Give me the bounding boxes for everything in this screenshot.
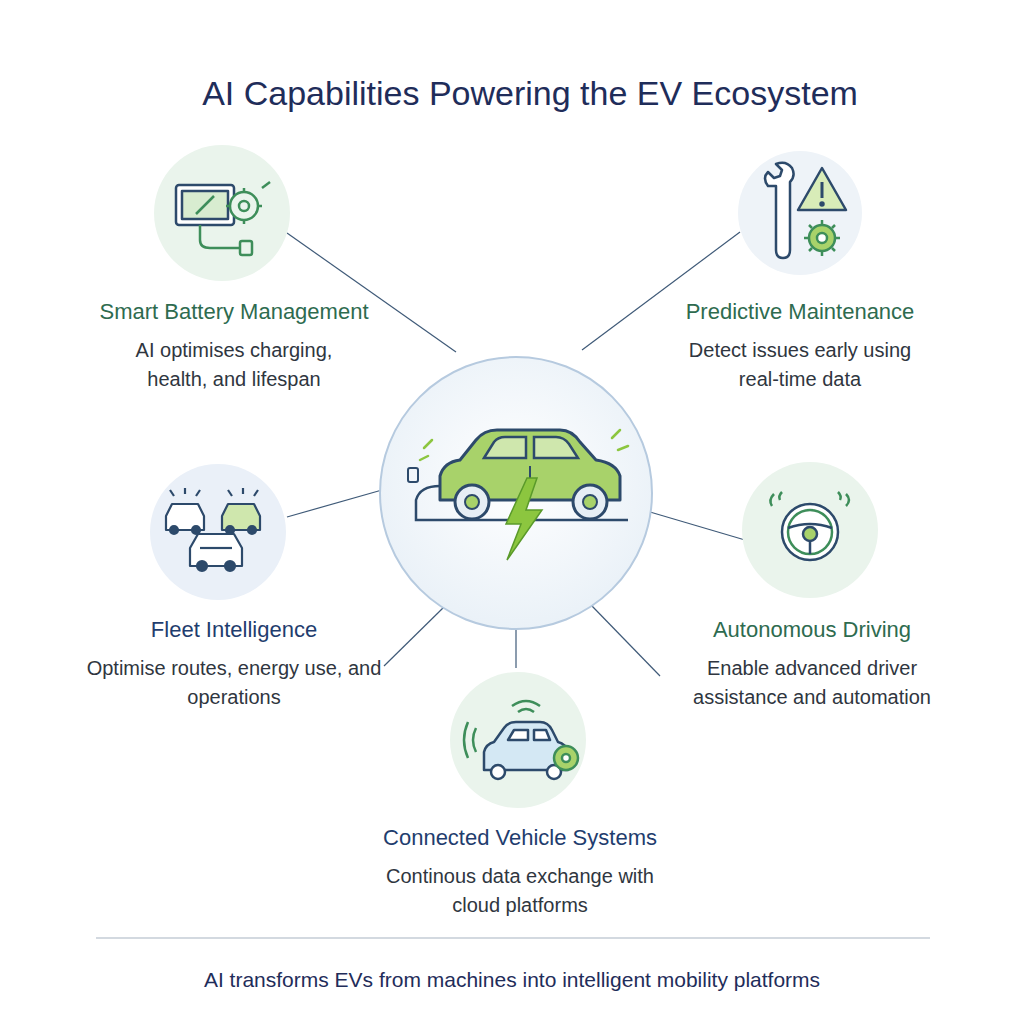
capability-node: Autonomous DrivingEnable advanced driver… [624,462,1000,712]
capability-heading: Predictive Maintenance [612,298,988,326]
capability-heading: Fleet Intelligence [46,616,422,644]
fleet-icon [166,488,260,571]
capability-description: Continous data exchange with cloud platf… [370,862,670,920]
ev-car-icon [408,430,628,560]
capability-node: Predictive MaintenanceDetect issues earl… [612,151,988,394]
capability-description: Optimise routes, energy use, and operati… [74,654,394,712]
capability-description: AI optimises charging, health, and lifes… [109,336,359,394]
diagram-title: AI Capabilities Powering the EV Ecosyste… [0,74,1024,113]
capability-node: Smart Battery Management AI optimises cha… [46,145,422,394]
capability-description: Enable advanced driver assistance and au… [662,654,962,712]
capability-node: Fleet IntelligenceOptimise routes, energ… [46,464,422,712]
capability-heading: Connected Vehicle Systems [322,824,718,852]
capability-description: Detect issues early using real-time data [680,336,920,394]
maintenance-icon [765,163,846,258]
capability-heading: Autonomous Driving [624,616,1000,644]
battery-management-icon [176,182,270,255]
diagram-caption: AI transforms EVs from machines into int… [0,968,1024,992]
steering-wheel-icon [770,492,849,560]
capability-heading: Smart Battery Management [46,298,422,326]
connected-car-icon [464,701,578,779]
capability-node: Connected Vehicle SystemsContinous data … [322,672,718,920]
